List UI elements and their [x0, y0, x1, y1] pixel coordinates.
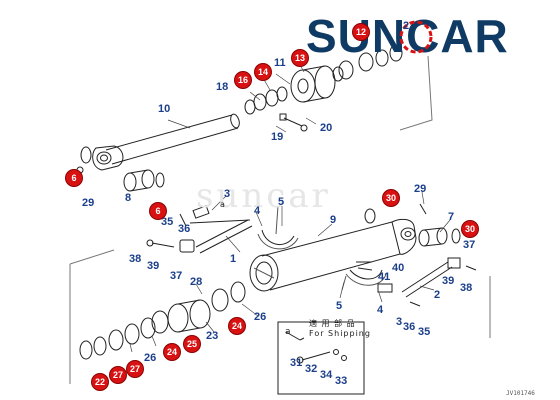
- callout-39: 39: [147, 260, 160, 272]
- callout-40: 40: [392, 262, 405, 274]
- callout-3: 3: [224, 188, 231, 200]
- shipping-parts-caption: 適 用 部 品 For Shipping: [309, 319, 371, 338]
- piston-rod-upper: [92, 113, 240, 171]
- callout-28: 28: [190, 276, 203, 288]
- callout-41: 41: [378, 271, 391, 283]
- callout-32: 32: [305, 363, 318, 375]
- callout-9: 9: [330, 214, 337, 226]
- seal-badge-24: 24: [229, 318, 245, 334]
- seal-badge-27: 27: [110, 367, 126, 383]
- callout-5: 5: [278, 196, 285, 208]
- seal-badge-12: 12: [353, 24, 369, 40]
- callout-35: 35: [161, 216, 174, 228]
- hose-clamp-right: [349, 269, 383, 280]
- seal-badge-25: 25: [184, 336, 200, 352]
- seal-badge-6: 6: [66, 170, 82, 186]
- callout-2: 2: [403, 20, 410, 32]
- callout-10: 10: [158, 103, 171, 115]
- upper-bushing: [123, 169, 165, 192]
- cylinder-head-lower: [79, 281, 246, 360]
- callout-29: 29: [414, 183, 427, 195]
- callout-26: 26: [254, 311, 267, 323]
- suncar-watermark: suncar: [196, 176, 331, 216]
- callout-36: 36: [178, 223, 191, 235]
- callout-4: 4: [377, 304, 384, 316]
- callout-31: 31: [290, 357, 303, 369]
- callout-39: 39: [442, 275, 455, 287]
- callout-36: 36: [403, 321, 416, 333]
- callout-20: 20: [320, 122, 333, 134]
- callout-2: 2: [434, 289, 441, 301]
- seal-badge-24: 24: [164, 344, 180, 360]
- seal-badge-30: 30: [383, 190, 399, 206]
- inset-bolt: [285, 331, 347, 364]
- seal-badge-6: 6: [150, 203, 166, 219]
- callout-1: 1: [230, 253, 237, 265]
- callout-7: 7: [448, 211, 455, 223]
- callout-33: 33: [335, 375, 348, 387]
- callout-18: 18: [216, 81, 229, 93]
- seal-badge-30: 30: [462, 221, 478, 237]
- seal-badge-27: 27: [127, 361, 143, 377]
- callout-29: 29: [82, 197, 95, 209]
- callout-37: 37: [170, 270, 183, 282]
- callout-3: 3: [396, 316, 403, 328]
- callout-26: 26: [144, 352, 157, 364]
- gear-icon: [399, 20, 433, 54]
- callout-37: 37: [463, 239, 476, 251]
- brand-logo-text: SUNCAR: [306, 10, 509, 62]
- pipe-left: [179, 205, 253, 254]
- brand-logo: SUNCAR: [306, 10, 554, 62]
- drawing-reference: JV101746: [506, 390, 535, 397]
- callout-38: 38: [129, 253, 142, 265]
- detail-letter: a: [220, 200, 225, 209]
- hose-clamp-left: [261, 229, 295, 245]
- callout-19: 19: [271, 131, 284, 143]
- callout-23: 23: [206, 330, 219, 342]
- callout-4: 4: [254, 205, 261, 217]
- callout-11: 11: [274, 57, 286, 69]
- inset-letter: a: [285, 327, 291, 337]
- callout-8: 8: [125, 192, 132, 204]
- seal-badge-13: 13: [292, 50, 308, 66]
- seal-badge-16: 16: [235, 72, 251, 88]
- shipping-parts-inset: [277, 321, 365, 395]
- pipe-right: [377, 257, 461, 298]
- callout-35: 35: [418, 326, 431, 338]
- seal-badge-14: 14: [255, 64, 271, 80]
- callout-34: 34: [320, 369, 333, 381]
- callout-5: 5: [336, 300, 343, 312]
- seal-badge-22: 22: [92, 374, 108, 390]
- cylinder-tube: [249, 218, 417, 292]
- callout-38: 38: [460, 282, 473, 294]
- nut-bolt-upper: [279, 113, 308, 132]
